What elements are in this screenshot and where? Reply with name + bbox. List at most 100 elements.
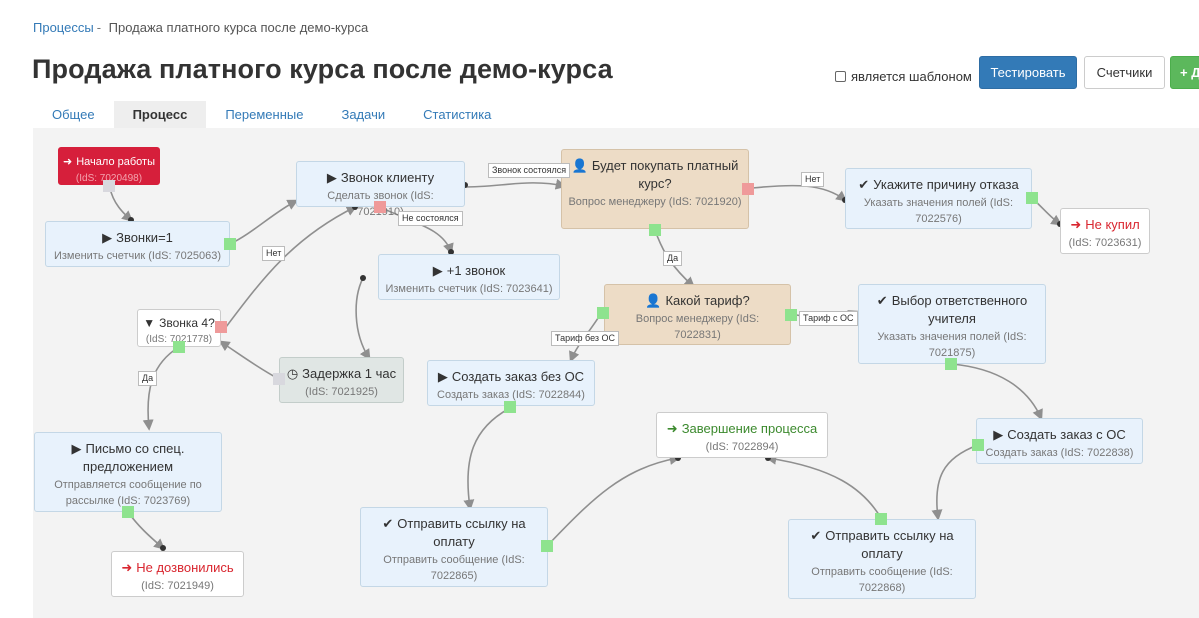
user-icon: 👤	[571, 158, 588, 173]
node-not-bought-title: Не купил	[1085, 217, 1140, 232]
node-tariff-title: Какой тариф?	[665, 293, 750, 308]
clock-icon: ◷	[286, 366, 299, 381]
tabs: Общее Процесс Переменные Задачи Статисти…	[33, 101, 510, 128]
tab-statistics[interactable]: Статистика	[423, 107, 492, 122]
edge-pay2-finish	[765, 453, 882, 519]
edge-calls4-letter	[142, 346, 180, 431]
page-title: Продажа платного курса после демо-курса	[32, 54, 613, 84]
node-reason[interactable]: ✔Укажите причину отказа Указать значения…	[845, 168, 1032, 229]
node-plus-call[interactable]: ▶+1 звонок Изменить счетчик (IdS: 702364…	[378, 254, 560, 300]
node-pay-link-1[interactable]: ✔Отправить ссылку на оплату Отправить со…	[360, 507, 548, 587]
edge-delay-calls4	[218, 340, 280, 380]
breadcrumb-separator: -	[96, 20, 102, 35]
port-teacher-out[interactable]	[945, 358, 957, 370]
breadcrumb-processes-link[interactable]: Процессы	[33, 20, 94, 35]
port-willbuy-yes[interactable]	[649, 224, 661, 236]
port-tariff-os[interactable]	[785, 309, 797, 321]
edge-dot	[360, 275, 366, 281]
port-pay2-out[interactable]	[875, 513, 887, 525]
play-icon: ▶	[71, 441, 82, 456]
edge-label-willbuy-yes: Да	[663, 251, 683, 266]
edge-call-plus	[379, 206, 454, 255]
edge-label-calls4-yes: Да	[138, 371, 158, 386]
play-icon: ▶	[437, 369, 448, 384]
node-reason-sub: Указать значения полей (IdS: 7022576)	[863, 197, 1014, 225]
node-pay-link-2-sub: Отправить сообщение (IdS: 7022868)	[811, 566, 953, 594]
template-checkbox[interactable]: является шаблоном	[835, 69, 972, 84]
tab-general[interactable]: Общее	[52, 107, 95, 122]
add-button[interactable]: + Д	[1170, 56, 1199, 89]
filter-icon: ▼	[143, 316, 156, 330]
node-not-reached-title: Не дозвонились	[136, 560, 234, 575]
breadcrumb-current: Продажа платного курса после демо-курса	[108, 20, 369, 35]
port-letter-out[interactable]	[122, 506, 134, 518]
port-willbuy-no[interactable]	[742, 183, 754, 195]
edge-label-tariff-os: Тариф с ОС	[799, 311, 858, 326]
tab-process[interactable]: Процесс	[113, 101, 207, 128]
node-call-client-title: Звонок клиенту	[340, 170, 435, 185]
node-letter-title: Письмо со спец. предложением	[82, 441, 185, 474]
node-will-buy-sub: Вопрос менеджеру (IdS: 7021920)	[568, 196, 742, 208]
node-order-no-os-sub: Создать заказ (IdS: 7022844)	[437, 389, 585, 401]
edge-label-calls4-no: Нет	[262, 246, 286, 261]
port-pay1-out[interactable]	[541, 540, 553, 552]
node-start-title: Начало работы	[76, 156, 155, 168]
node-order-no-os[interactable]: ▶Создать заказ без ОС Создать заказ (IdS…	[427, 360, 595, 406]
node-letter[interactable]: ▶Письмо со спец. предложением Отправляет…	[34, 432, 222, 512]
node-finish-title: Завершение процесса	[681, 421, 818, 436]
sign-in-icon: ➜	[63, 156, 73, 168]
check-icon: ✔	[810, 528, 822, 543]
node-calls4-sub: (IdS: 7021778)	[145, 334, 213, 345]
node-delay[interactable]: ◷Задержка 1 час (IdS: 7021925)	[279, 357, 404, 403]
node-tariff[interactable]: 👤Какой тариф? Вопрос менеджеру (IdS: 702…	[604, 284, 791, 345]
edge-willbuy-reason	[751, 184, 848, 202]
port-order-no-os-out[interactable]	[504, 401, 516, 413]
breadcrumb: Процессы- Продажа платного курса после д…	[33, 20, 368, 35]
user-icon: 👤	[645, 293, 662, 308]
port-tariff-no-os[interactable]	[597, 307, 609, 319]
port-delay-out[interactable]	[273, 373, 285, 385]
node-start[interactable]: ➜Начало работы (IdS: 7020498)	[58, 147, 160, 185]
play-icon: ▶	[993, 427, 1004, 442]
node-order-os[interactable]: ▶Создать заказ с ОС Создать заказ (IdS: …	[976, 418, 1143, 464]
port-calls4-no[interactable]	[215, 321, 227, 333]
node-not-bought[interactable]: ➜Не купил (IdS: 7023631)	[1060, 208, 1150, 254]
node-plus-call-title: +1 звонок	[446, 263, 506, 278]
template-checkbox-box[interactable]	[835, 71, 846, 82]
node-order-os-title: Создать заказ с ОС	[1007, 427, 1126, 442]
port-call-fail[interactable]	[374, 201, 386, 213]
port-calls1-out[interactable]	[224, 238, 236, 250]
check-icon: ✔	[858, 177, 870, 192]
node-not-reached[interactable]: ➜Не дозвонились (IdS: 7021949)	[111, 551, 244, 597]
edge-calls4-call	[225, 205, 358, 328]
node-will-buy[interactable]: 👤Будет покупать платный курс? Вопрос мен…	[561, 149, 749, 229]
node-call-client[interactable]: ▶Звонок клиенту Сделать звонок (IdS: 702…	[296, 161, 465, 218]
node-reason-title: Укажите причину отказа	[873, 177, 1019, 192]
edge-label-call-fail: Не состоялся	[398, 211, 463, 226]
port-start-out[interactable]	[103, 180, 115, 192]
process-canvas[interactable]: ➜Начало работы (IdS: 7020498) ▶Звонки=1 …	[33, 128, 1199, 618]
template-checkbox-label: является шаблоном	[851, 69, 972, 84]
port-order-os-out[interactable]	[972, 439, 984, 451]
node-calls4[interactable]: ▼Звонка 4? (IdS: 7021778)	[137, 309, 221, 347]
edge-teacher-orderos	[950, 363, 1043, 421]
node-pay-link-2[interactable]: ✔Отправить ссылку на оплату Отправить со…	[788, 519, 976, 599]
test-button[interactable]: Тестировать	[979, 56, 1077, 89]
node-finish[interactable]: ➜Завершение процесса (IdS: 7022894)	[656, 412, 828, 458]
sign-out-icon: ➜	[121, 560, 133, 575]
check-icon: ✔	[382, 516, 394, 531]
tab-tasks[interactable]: Задачи	[341, 107, 386, 122]
port-reason-out[interactable]	[1026, 192, 1038, 204]
tab-variables[interactable]: Переменные	[225, 107, 304, 122]
node-calls1[interactable]: ▶Звонки=1 Изменить счетчик (IdS: 7025063…	[45, 221, 230, 267]
node-not-bought-sub: (IdS: 7023631)	[1068, 237, 1142, 249]
edge-dot	[160, 545, 166, 551]
node-teacher[interactable]: ✔Выбор ответственного учителя Указать зн…	[858, 284, 1046, 364]
node-letter-sub: Отправляется сообщение по рассылке (IdS:…	[54, 479, 202, 507]
edge-dot	[448, 249, 454, 255]
counters-button[interactable]: Счетчики	[1084, 56, 1165, 89]
node-finish-sub: (IdS: 7022894)	[705, 441, 779, 453]
play-icon: ▶	[432, 263, 443, 278]
node-teacher-sub: Указать значения полей (IdS: 7021875)	[877, 331, 1027, 359]
port-calls4-yes[interactable]	[173, 341, 185, 353]
